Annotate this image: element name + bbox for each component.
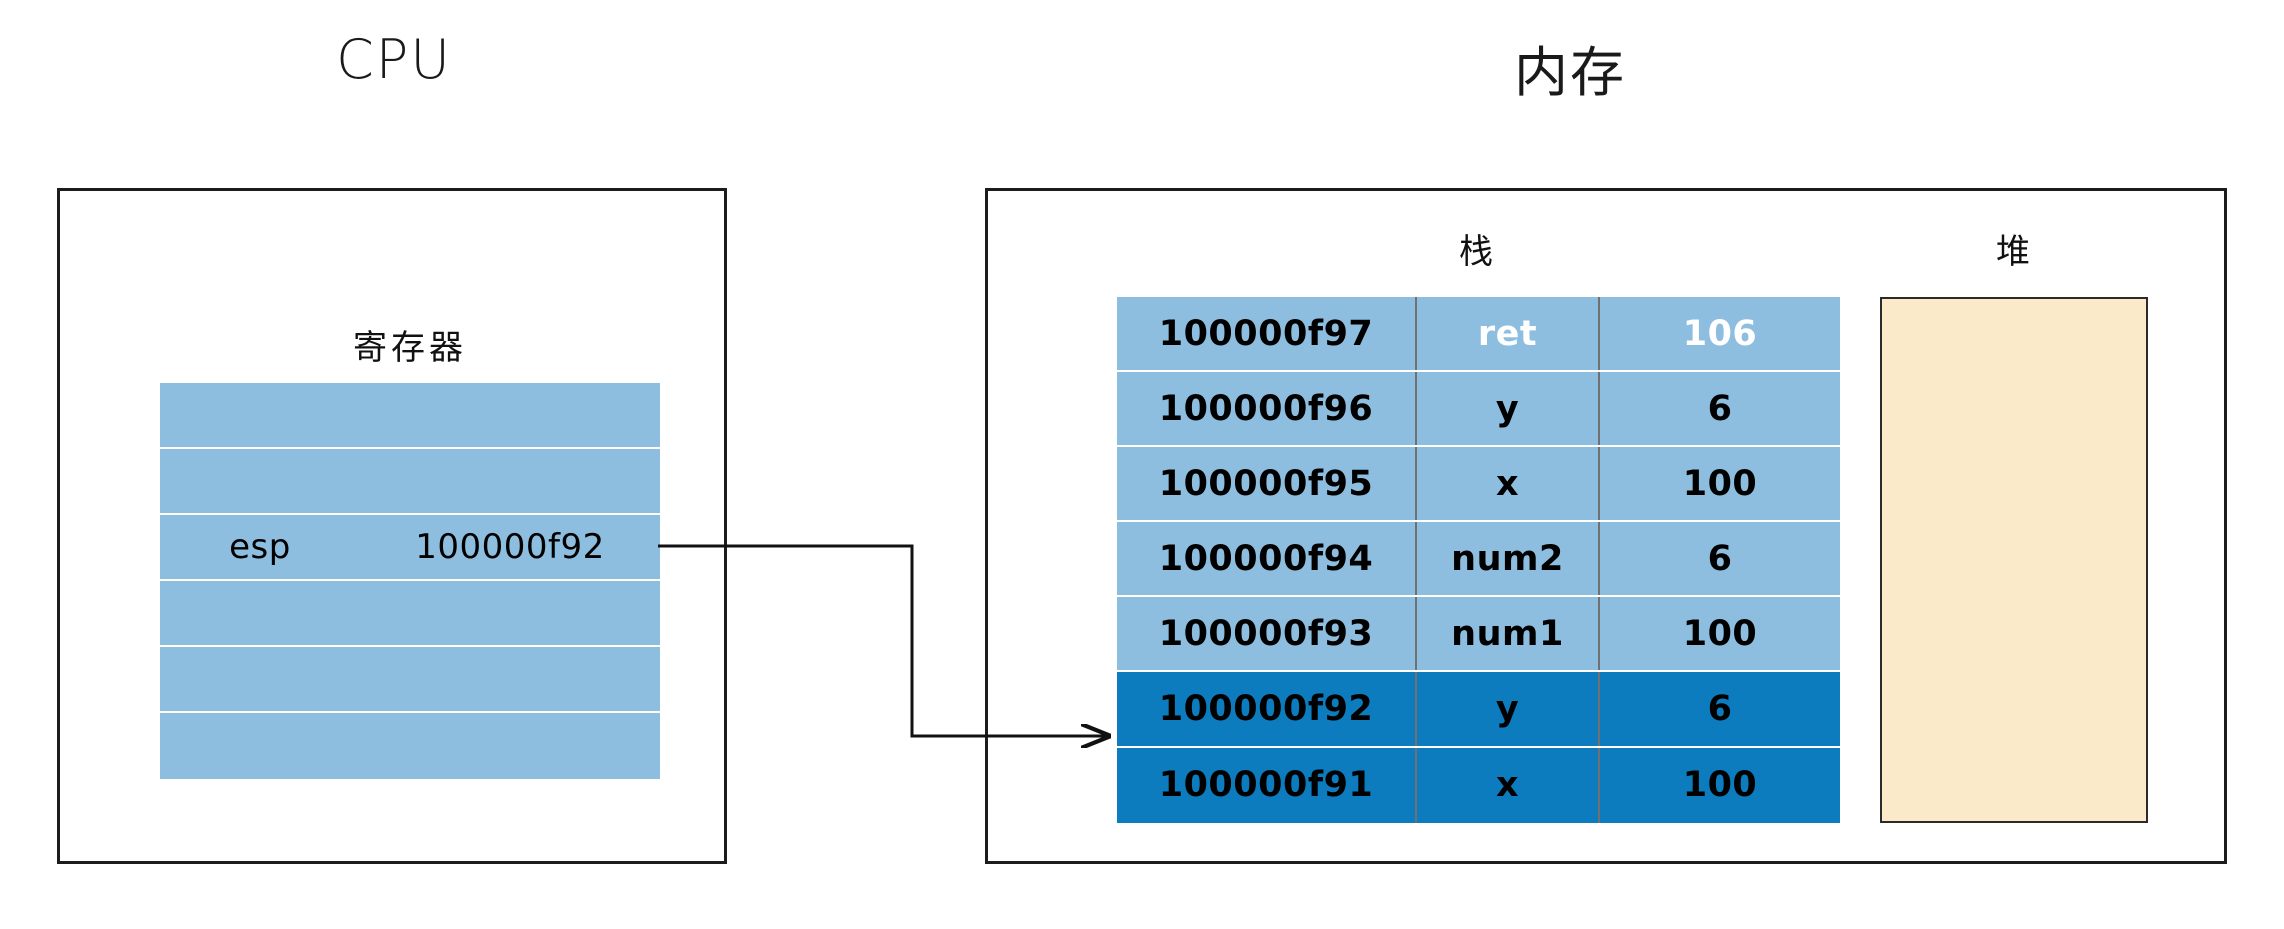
register-row: esp 100000f92 <box>160 515 660 581</box>
cpu-title: CPU <box>336 28 452 91</box>
register-section-label: 寄存器 <box>353 328 467 368</box>
stack-address-cell: 100000f97 <box>1117 297 1417 371</box>
stack-value-cell: 6 <box>1707 689 1733 730</box>
stack-address-cell: 100000f94 <box>1117 522 1417 596</box>
stack-address-cell: 100000f95 <box>1117 447 1417 521</box>
memory-title: 内存 <box>1514 41 1626 104</box>
register-name-cell <box>160 647 360 711</box>
stack-variable-cell: x <box>1417 447 1600 521</box>
stack-address-cell: 100000f91 <box>1117 747 1417 823</box>
stack-value-cell: 106 <box>1682 313 1758 354</box>
register-name-cell <box>160 581 360 645</box>
register-row <box>160 581 660 647</box>
stack-variable-cell: num2 <box>1417 522 1600 596</box>
register-value-cell <box>360 449 660 513</box>
register-value-cell: 100000f92 <box>415 527 605 567</box>
register-row <box>160 647 660 713</box>
register-value-cell <box>360 647 660 711</box>
register-name-cell <box>160 383 360 447</box>
register-value-cell <box>360 383 660 447</box>
stack-value-cell: 6 <box>1707 388 1733 429</box>
register-value-cell <box>360 581 660 645</box>
stack-value-cell: 100 <box>1682 463 1758 504</box>
register-row <box>160 383 660 449</box>
register-name-cell: esp <box>229 527 291 567</box>
register-row <box>160 449 660 515</box>
register-table: esp 100000f92 <box>160 383 660 779</box>
register-name-cell <box>160 713 360 779</box>
stack-address-cell: 100000f96 <box>1117 372 1417 446</box>
register-row <box>160 713 660 779</box>
stack-section-label: 栈 <box>1459 232 1497 272</box>
heap-section-label: 堆 <box>1996 232 2034 272</box>
stack-value-cell: 6 <box>1707 538 1733 579</box>
stack-variable-cell: x <box>1417 747 1600 823</box>
stack-variable-cell: y <box>1417 372 1600 446</box>
stack-address-cell: 100000f93 <box>1117 597 1417 671</box>
stack-variable-cell: y <box>1417 672 1600 746</box>
stack-address-cell: 100000f92 <box>1117 672 1417 746</box>
stack-value-cell: 100 <box>1682 613 1758 654</box>
stack-value-cell: 100 <box>1682 765 1758 806</box>
heap-region <box>1880 297 2148 823</box>
register-name-cell <box>160 449 360 513</box>
register-value-cell <box>360 713 660 779</box>
stack-variable-cell: num1 <box>1417 597 1600 671</box>
stack-variable-cell: ret <box>1417 297 1600 371</box>
